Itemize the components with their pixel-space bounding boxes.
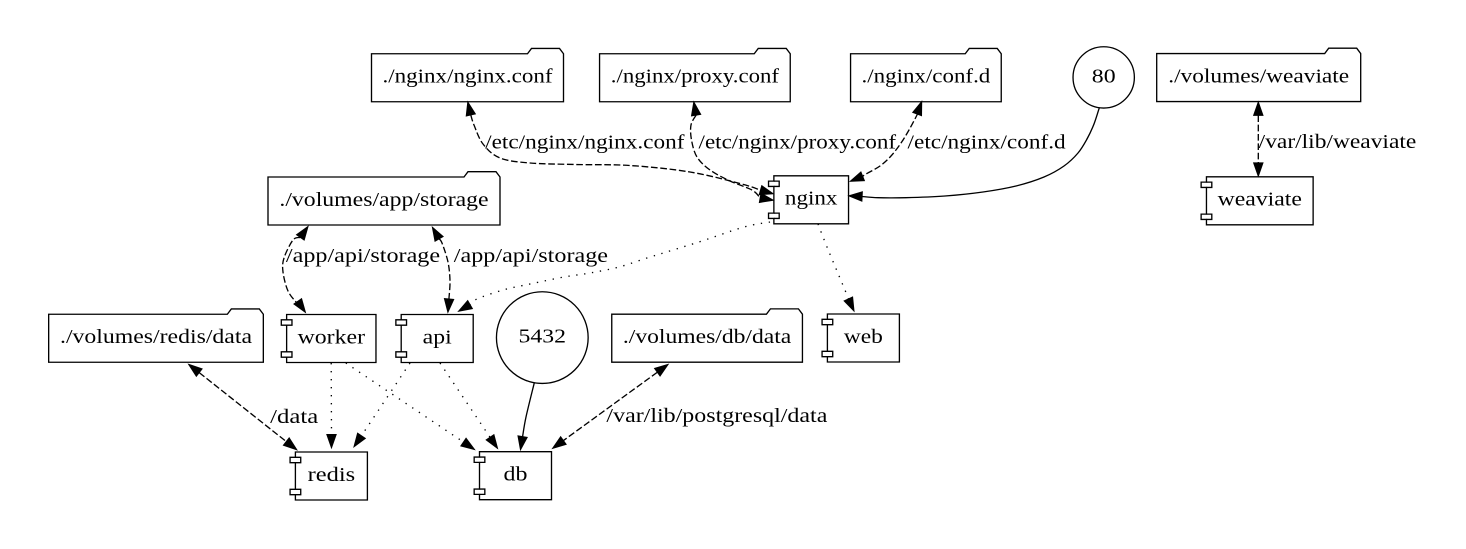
svg-text:/app/api/storage: /app/api/storage	[286, 245, 440, 267]
svg-text:nginx: nginx	[785, 188, 838, 210]
svg-text:5432: 5432	[519, 326, 567, 348]
svg-text:/etc/nginx/conf.d: /etc/nginx/conf.d	[908, 132, 1066, 154]
svg-text:/etc/nginx/proxy.conf: /etc/nginx/proxy.conf	[699, 132, 897, 154]
svg-text:redis: redis	[308, 464, 356, 486]
svg-text:./volumes/weaviate: ./volumes/weaviate	[1168, 65, 1349, 87]
svg-text:./nginx/nginx.conf: ./nginx/nginx.conf	[383, 66, 553, 88]
svg-text:/var/lib/weaviate: /var/lib/weaviate	[1259, 131, 1417, 153]
svg-text:weaviate: weaviate	[1218, 189, 1302, 211]
svg-text:/data: /data	[270, 406, 318, 428]
svg-text:./nginx/conf.d: ./nginx/conf.d	[862, 66, 991, 88]
svg-text:./volumes/redis/data: ./volumes/redis/data	[60, 326, 252, 348]
svg-text:./volumes/app/storage: ./volumes/app/storage	[279, 189, 488, 211]
svg-text:worker: worker	[298, 326, 366, 348]
svg-text:api: api	[423, 326, 453, 348]
svg-text:/etc/nginx/nginx.conf: /etc/nginx/nginx.conf	[485, 132, 685, 154]
svg-text:web: web	[844, 326, 883, 348]
svg-text:/var/lib/postgresql/data: /var/lib/postgresql/data	[606, 405, 827, 427]
svg-text:db: db	[504, 464, 528, 486]
svg-text:./volumes/db/data: ./volumes/db/data	[623, 326, 792, 348]
svg-text:./nginx/proxy.conf: ./nginx/proxy.conf	[611, 66, 780, 88]
svg-text:80: 80	[1092, 65, 1116, 87]
svg-text:/app/api/storage: /app/api/storage	[454, 245, 608, 267]
